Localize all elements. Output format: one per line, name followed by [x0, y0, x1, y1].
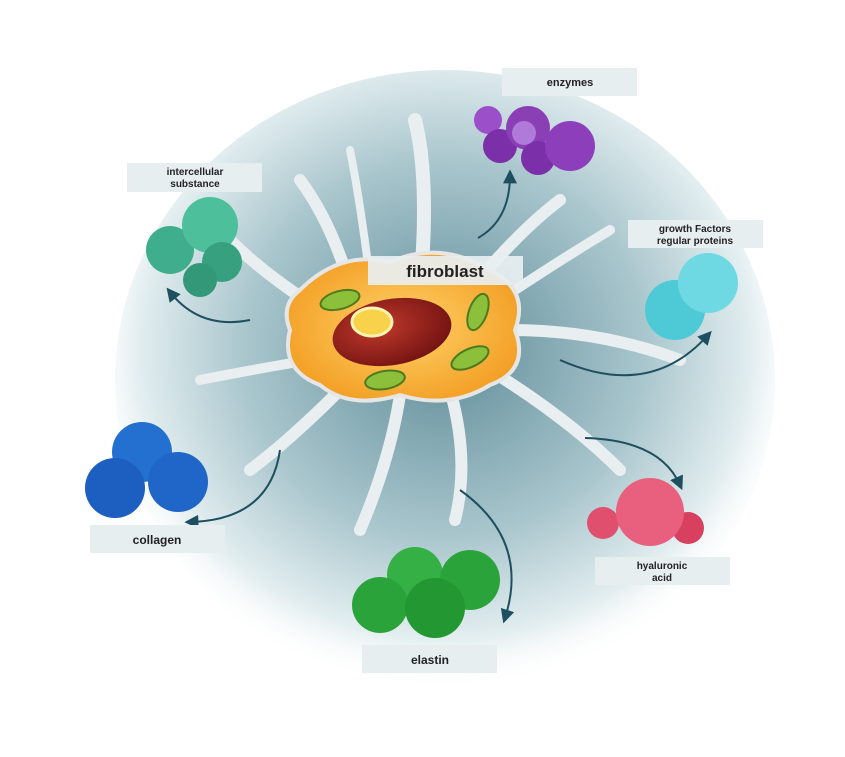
fibroblast-label-box — [368, 256, 523, 285]
nucleolus — [350, 306, 394, 338]
label-elastin: elastin — [362, 645, 497, 673]
svg-text:hyaluronic: hyaluronic — [637, 561, 688, 572]
label-growth-factors: growth Factors regular proteins — [628, 220, 763, 248]
svg-text:substance: substance — [170, 179, 220, 190]
arrows — [166, 169, 712, 624]
svg-text:enzymes: enzymes — [547, 77, 593, 89]
svg-text:acid: acid — [652, 573, 672, 584]
svg-text:regular proteins: regular proteins — [657, 236, 734, 247]
hyaluronic-acid-molecule — [587, 478, 704, 546]
svg-text:growth Factors: growth Factors — [659, 224, 732, 235]
label-hyaluronic-acid: hyaluronic acid — [595, 557, 730, 585]
intercellular-substance-molecule — [146, 197, 242, 297]
growth-factors-molecule — [645, 253, 738, 340]
enzymes-molecule — [474, 106, 595, 175]
svg-text:elastin: elastin — [411, 653, 449, 667]
svg-text:collagen: collagen — [133, 533, 182, 547]
fibroblast-label: fibroblast — [406, 262, 484, 281]
svg-text:intercellular: intercellular — [167, 167, 224, 178]
label-collagen: collagen — [90, 525, 225, 553]
label-enzymes: enzymes — [502, 68, 637, 96]
mitochondria — [319, 288, 490, 391]
collagen-molecule — [85, 422, 208, 518]
label-intercellular-substance: intercellular substance — [127, 163, 262, 192]
elastin-molecule — [352, 547, 500, 638]
